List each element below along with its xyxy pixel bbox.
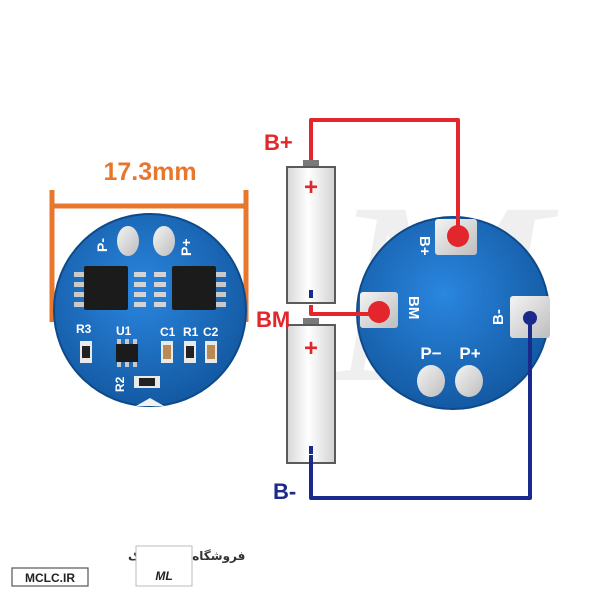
label-b-plus: B+ — [264, 130, 293, 155]
footer-branding: فروشگاه مکاترونیک MCLC.IR ML — [11, 545, 245, 587]
right-silk-b-plus: B+ — [416, 236, 433, 256]
brand-logo: ML — [135, 545, 193, 587]
left-silk-r1: R1 — [183, 325, 199, 339]
left-silk-r2: R2 — [113, 376, 127, 392]
left-pcb-board: P- P+ R3 U1 C1 R1 C2 — [53, 213, 247, 407]
solder-dot-bm — [368, 301, 390, 323]
svg-text:ML: ML — [155, 569, 172, 583]
wire-b-minus — [309, 318, 532, 500]
wire-bm — [309, 305, 378, 316]
right-silk-b-minus: B- — [490, 309, 507, 325]
left-u1-chip — [116, 339, 138, 367]
left-r3-resistor — [80, 341, 92, 363]
right-silk-p-plus: P+ — [459, 344, 480, 363]
right-silk-p-minus: P− — [420, 344, 441, 363]
dimension-label: 17.3mm — [103, 158, 196, 186]
battery-cell-bottom: + — [286, 318, 336, 464]
left-r1-resistor — [184, 341, 196, 363]
left-silk-c2: C2 — [203, 325, 219, 339]
cell-top-plus: + — [304, 174, 318, 201]
site-label: MCLC.IR — [25, 571, 75, 585]
left-silk-r3: R3 — [76, 322, 92, 336]
solder-dot-b-plus — [447, 225, 469, 247]
left-pad-p-plus — [153, 226, 175, 256]
cell-bottom-minus — [309, 446, 313, 454]
wiring — [309, 118, 532, 500]
right-pad-p-plus — [455, 365, 483, 397]
dimension-indicator: 17.3mm — [49, 158, 249, 322]
left-silk-p-plus: P+ — [178, 238, 194, 256]
right-pad-p-minus — [417, 365, 445, 397]
right-ic-chip — [172, 266, 226, 310]
battery-cell-top: + — [286, 160, 336, 304]
middle-pin-pads — [134, 272, 166, 307]
left-silk-c1: C1 — [160, 325, 176, 339]
site-box — [11, 567, 89, 587]
solder-dot-b-minus — [523, 311, 537, 325]
left-edge-notch — [136, 398, 164, 406]
left-c1-capacitor — [161, 341, 173, 363]
left-silk-u1: U1 — [116, 324, 132, 338]
cell-top-minus — [309, 290, 313, 298]
right-silk-bm: BM — [405, 296, 422, 319]
left-c2-capacitor — [205, 341, 217, 363]
label-bm: BM — [256, 307, 290, 332]
wire-b-plus — [309, 118, 460, 236]
left-ic-chip — [74, 266, 128, 310]
left-silk-p-minus: P- — [94, 238, 110, 252]
label-b-minus: B- — [273, 479, 296, 504]
cell-bottom-plus: + — [304, 335, 318, 362]
left-pad-p-minus — [117, 226, 139, 256]
left-r2-resistor — [134, 376, 160, 388]
